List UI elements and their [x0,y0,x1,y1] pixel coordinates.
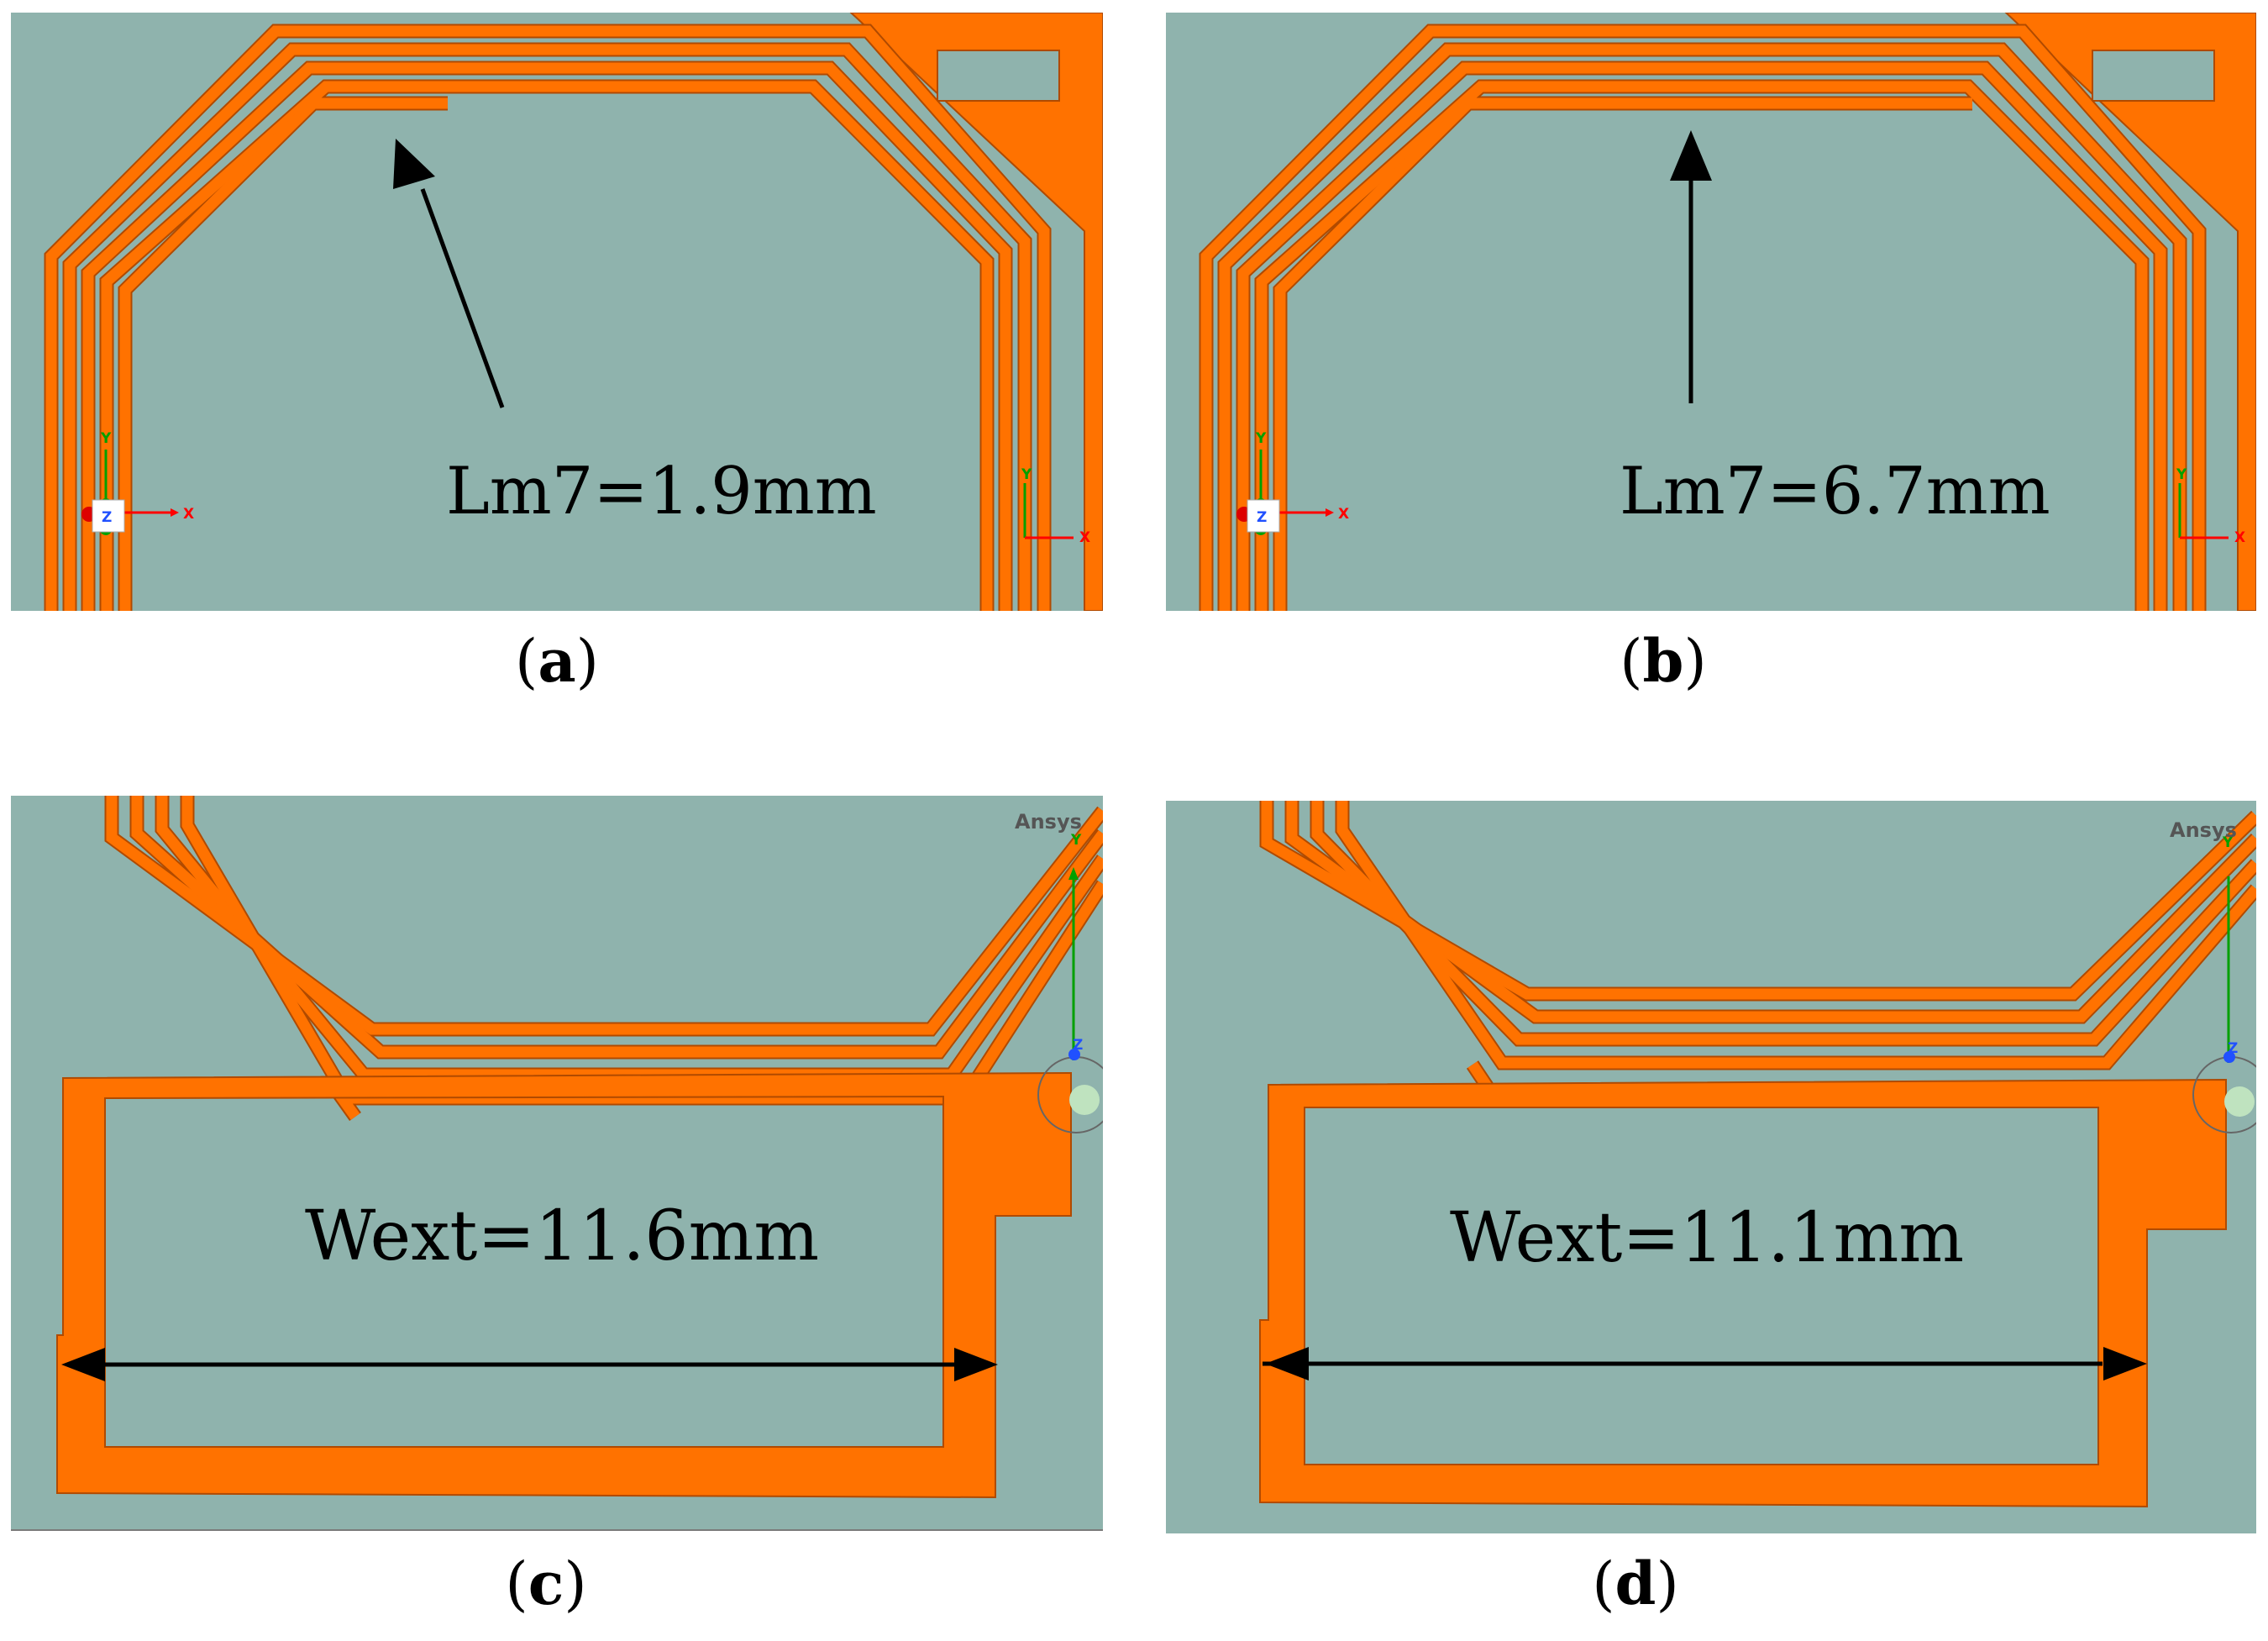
panel-a-canvas: Z Y X Y X [11,13,1103,611]
loop-pad [56,1071,1072,1499]
spiral-traces [44,24,1052,611]
brand-label: Ansys [2170,818,2237,842]
dimension-label: Wext=11.6mm [305,1197,820,1276]
axis-triad-left: Z Y X [1236,430,1349,535]
svg-text:X: X [1338,506,1349,523]
axis-triad: Z Y [2192,834,2256,1133]
panel-d: Z Y Ansys Wext=11.1mm [1166,801,2256,1533]
axis-triad-right: Y X [2176,466,2245,546]
svg-text:Y: Y [1255,430,1267,447]
pad-window [937,50,1060,102]
svg-text:Z: Z [1257,509,1267,526]
svg-text:Y: Y [1021,466,1032,483]
svg-text:X: X [1079,529,1090,546]
svg-text:X: X [183,506,194,523]
panel-a: Z Y X Y X Lm7=1.9mm [11,13,1103,611]
axis-triad-right: Y X [1021,466,1090,546]
axis-triad: Z Y [1037,832,1103,1133]
dimension-arrow [61,1348,998,1381]
pad-window [2092,50,2215,102]
substrate [11,796,1103,1531]
dimension-arrow [1263,1347,2147,1381]
corner-pad [849,13,1103,611]
spiral-traces [1199,24,2207,611]
spiral-traces [104,796,1103,1121]
svg-text:X: X [2234,529,2245,546]
dimension-arrow [393,139,505,408]
svg-text:Z: Z [2228,1040,2238,1057]
panel-b: Z Y X Y X Lm7=6.7mm [1166,13,2256,611]
caption-letter: b [1642,626,1684,696]
dimension-label: Lm7=1.9mm [446,454,877,529]
dimension-arrow [1670,130,1712,403]
svg-text:Y: Y [100,430,112,447]
svg-text:Z: Z [1073,1037,1083,1054]
caption-b: (b) [1620,626,1707,696]
caption-d: (d) [1592,1549,1679,1618]
brand-label: Ansys [1015,810,1082,834]
panel-d-canvas: Z Y [1166,801,2256,1533]
panel-c: Z Y Ansys Wext=11.6mm [11,796,1103,1531]
caption-letter: c [528,1549,564,1618]
svg-text:Z: Z [102,509,112,526]
caption-a: (a) [515,626,599,696]
corner-pad [2004,13,2256,611]
spiral-traces [1259,801,2256,1094]
svg-text:Y: Y [2222,834,2234,851]
panel-b-canvas: Z Y X Y X [1166,13,2256,611]
substrate [1166,801,2256,1533]
axis-triad-left: Z Y X [81,430,194,535]
dimension-label: Wext=11.1mm [1450,1198,1965,1278]
loop-pad [1259,1078,2227,1508]
svg-text:Y: Y [2176,466,2187,483]
dimension-label: Lm7=6.7mm [1620,454,2050,529]
panel-c-canvas: Z Y [11,796,1103,1531]
svg-text:Y: Y [1070,832,1082,849]
caption-c: (c) [505,1549,587,1618]
caption-letter: d [1614,1549,1656,1618]
caption-letter: a [538,626,576,696]
